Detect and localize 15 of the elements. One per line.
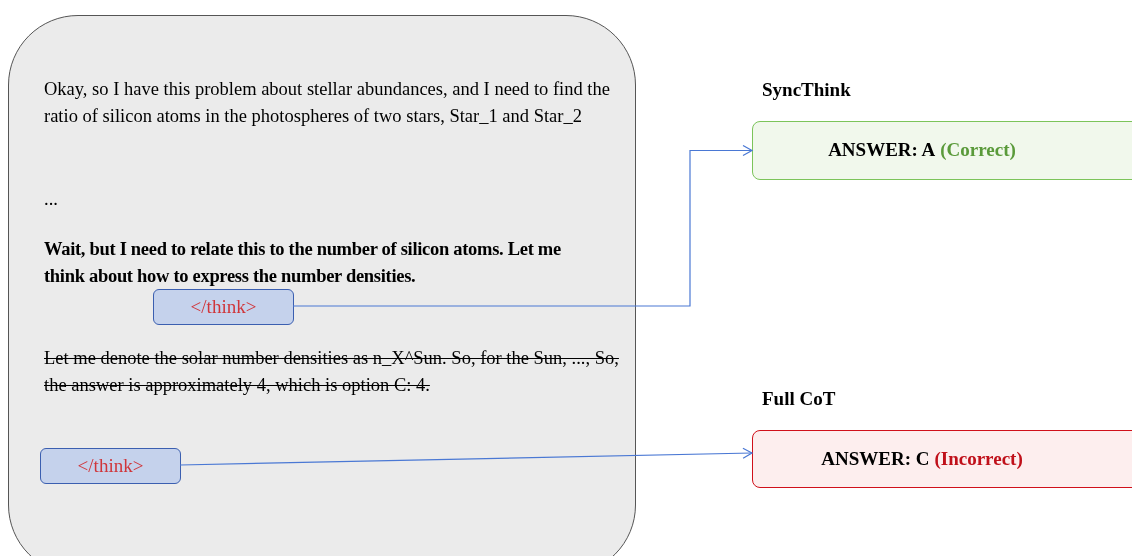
answer-text: ANSWER: A (828, 138, 936, 163)
think-tag-box: </think> (153, 289, 294, 325)
method-heading: SyncThink (762, 78, 851, 102)
verdict-text: (Correct) (940, 138, 1016, 163)
reasoning-text: ... (44, 188, 59, 211)
arrow (179, 447, 753, 466)
reasoning-text: Wait, but I need to relate this to the number of silicon atoms. Let me think about how to express the number densities. (44, 238, 562, 288)
answer-text: ANSWER: C (821, 446, 930, 471)
reasoning-panel (8, 15, 636, 556)
verdict-text: (Incorrect) (934, 446, 1023, 471)
arrow (292, 144, 753, 307)
reasoning-text: Okay, so I have this problem about stellar abundances, and I need to find the ratio of silicon atoms in the photospheres of two stars, Star_1 and Star_2 (44, 78, 611, 128)
reasoning-text: Let me denote the solar number densities as n_X^Sun. So, for the Sun, ..., So, the answer is approximately 4, which is option C: 4. (44, 347, 619, 397)
think-tag-box: </think> (40, 448, 181, 484)
method-heading: Full CoT (762, 387, 836, 411)
